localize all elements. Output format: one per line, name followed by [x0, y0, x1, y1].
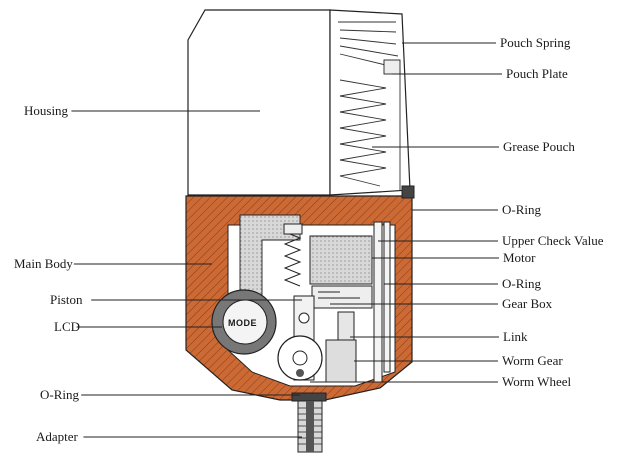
- housing-shell: [187, 9, 331, 196]
- label-worm-wheel: Worm Wheel: [502, 374, 572, 389]
- motor-block: [309, 235, 373, 285]
- label-main-body: Main Body: [14, 256, 73, 271]
- label-o-ring-upper: O-Ring: [502, 202, 541, 217]
- label-pouch-spring: Pouch Spring: [500, 35, 571, 50]
- label-o-ring-bottom: O-Ring: [40, 387, 79, 402]
- label-worm-gear: Worm Gear: [502, 353, 563, 368]
- label-piston: Piston: [50, 292, 83, 307]
- label-motor: Motor: [503, 250, 536, 265]
- label-link: Link: [503, 329, 528, 344]
- label-lcd: LCD: [54, 319, 80, 334]
- lcd-display-text: MODE: [228, 318, 257, 328]
- label-gear-box: Gear Box: [502, 296, 553, 311]
- gear-box-shape: [311, 285, 373, 309]
- label-adapter: Adapter: [36, 429, 78, 444]
- label-grease-pouch: Grease Pouch: [503, 139, 575, 154]
- piston-spring: [283, 223, 303, 287]
- label-o-ring-middle: O-Ring: [502, 276, 541, 291]
- label-housing: Housing: [24, 103, 69, 118]
- label-upper-check-value: Upper Check Value: [502, 233, 604, 248]
- o-ring-upper-shape: [401, 185, 415, 199]
- label-pouch-plate: Pouch Plate: [506, 66, 568, 81]
